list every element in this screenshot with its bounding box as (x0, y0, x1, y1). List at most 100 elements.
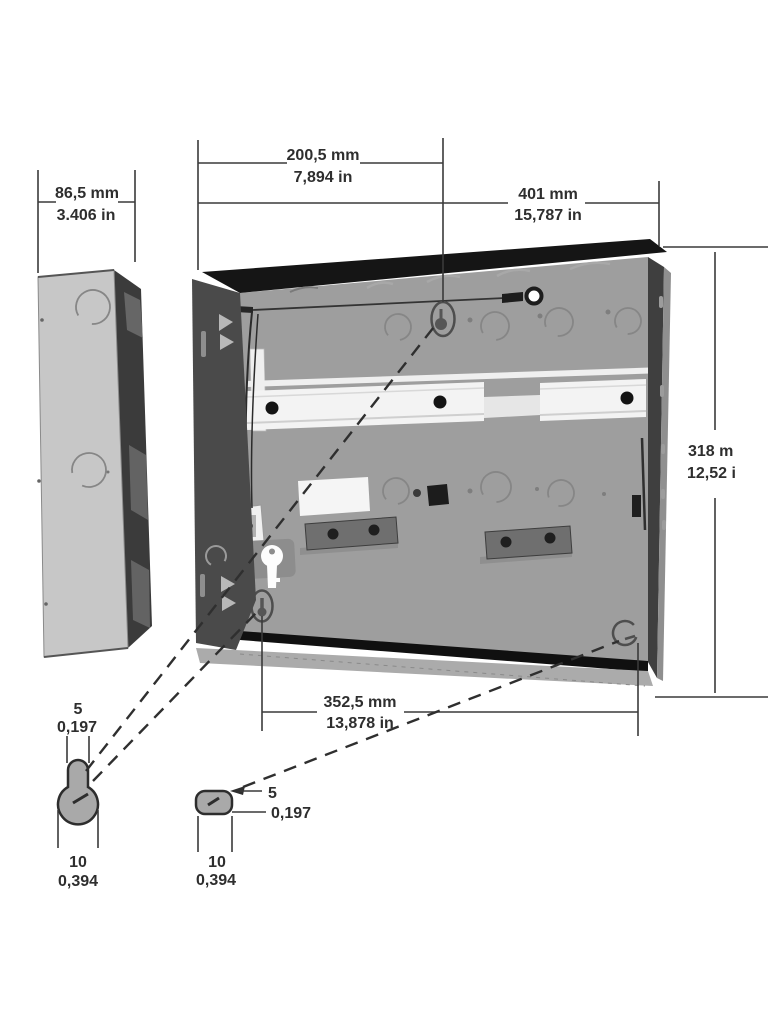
dim-height-mm: 318 m (688, 443, 733, 460)
dashed-leader-keyhole-to-top-slot (85, 322, 438, 772)
panel-dot (605, 309, 611, 315)
key-shaft (267, 565, 277, 588)
right-wall-slot (659, 296, 663, 308)
dim-mount-mm: 352,5 mm (324, 694, 397, 711)
dim-depth-in: 3.406 in (57, 207, 116, 224)
rail-screw (620, 391, 634, 405)
knockout-circle (544, 307, 574, 337)
keyhole-slot-top (430, 300, 456, 338)
right-wall-slot (660, 385, 664, 397)
mounting-rail (246, 367, 665, 430)
side-edge-highlight (129, 445, 148, 520)
rail-groove (539, 384, 647, 390)
dashed-leader-slot-to-right-knockout (242, 639, 620, 789)
side-knockout-circle (71, 452, 107, 488)
knockout-circle (614, 307, 642, 335)
side-dot (40, 318, 44, 322)
bottom-flange (196, 648, 653, 686)
slot-side-mm: 5 (268, 785, 277, 802)
knockout-bottom-right (611, 619, 639, 647)
panel-dot (535, 487, 539, 491)
knockout-circle (382, 477, 410, 505)
dim-full-mm: 401 mm (518, 186, 578, 203)
side-top-edge (37, 269, 115, 278)
knockout-circle (480, 471, 512, 503)
ring-terminal (524, 286, 544, 306)
top-panel (202, 239, 667, 293)
wire-line (252, 297, 506, 311)
keyhole-shape (56, 758, 100, 826)
wire-ferrule-right (502, 292, 523, 303)
dim-full-width: 401 mm 15,787 in (198, 181, 768, 248)
knockout-circle (384, 313, 412, 341)
slot-inner-dash (207, 796, 220, 807)
side-knockout-circle (75, 289, 111, 325)
wire (250, 313, 259, 509)
dim-mount-in: 13,878 in (326, 715, 394, 732)
top-knockout-arc (366, 281, 394, 290)
wall-knockout-arrow (220, 334, 234, 350)
rail-groove (539, 410, 647, 416)
slot-bottom-mm: 10 (208, 854, 226, 871)
knockout-circle (547, 479, 575, 507)
top-knockout-arc (289, 286, 319, 293)
wall-knockout-arrow (219, 314, 233, 331)
key (261, 545, 283, 588)
wall-vent-slot (200, 574, 205, 597)
bracket-body (484, 525, 573, 560)
rail-screw (433, 395, 447, 409)
knockout-arc (611, 619, 639, 647)
bottom-edge-strip (240, 631, 648, 672)
main-box-view (192, 239, 671, 687)
side-dot (106, 470, 110, 474)
slot-side-in: 0,197 (271, 805, 311, 822)
right-wall-slot (662, 520, 666, 530)
keyhole-inner (257, 607, 267, 617)
panel-dot (413, 489, 421, 497)
dim-mount-spacing: 352,5 mm 13,878 in (261, 616, 639, 736)
keyhole-bottom-in: 0,394 (58, 873, 98, 890)
rail-groove (246, 387, 485, 398)
hinge-rod (640, 437, 647, 531)
keyhole-detail: 5 0,197 10 0,394 (56, 701, 100, 890)
dim-partial-mm: 200,5 mm (287, 147, 360, 164)
right-wall (648, 257, 664, 678)
keyhole-top-mm: 5 (74, 701, 83, 718)
wall-knockout-arrow (222, 595, 236, 611)
bracket-screw (368, 524, 380, 536)
slot-detail: 5 0,197 10 0,394 (194, 785, 311, 889)
knockout-circle (480, 311, 510, 341)
bracket-screw (327, 528, 339, 540)
top-knockout-arc (496, 268, 531, 278)
key-head (261, 545, 283, 567)
dim-depth: 86,5 mm 3.406 in (37, 170, 136, 273)
black-square-component (427, 484, 449, 506)
rod-clip (632, 495, 641, 517)
leader-dashed-lines (85, 322, 620, 789)
panel-dot (602, 492, 606, 496)
rail-screw (265, 401, 279, 415)
right-wall-edge (657, 267, 671, 681)
keyhole-bottom-mm: 10 (69, 854, 87, 871)
side-view-face (37, 269, 129, 658)
side-bottom-edge (43, 647, 129, 658)
keyhole-inner-dash (72, 792, 89, 805)
dashed-leader-keyhole-to-bottom-slot (92, 612, 257, 782)
rail-connector (484, 395, 540, 418)
knockout-tick (624, 634, 636, 641)
wall-knockout-circle (205, 545, 227, 567)
key-head-hole (269, 548, 275, 555)
label-sticker (298, 477, 370, 516)
side-view (37, 269, 152, 658)
dim-full-in: 15,787 in (514, 207, 582, 224)
wall-knockout-arrow (221, 576, 235, 592)
rail-groove (246, 413, 485, 424)
leader-arrowhead (230, 786, 245, 795)
mounting-bracket-left (300, 516, 399, 555)
key-tooth (275, 578, 280, 582)
bracket-screw (544, 532, 556, 544)
right-wall-slot (661, 489, 665, 499)
dim-depth-mm: 86,5 mm (55, 185, 119, 202)
